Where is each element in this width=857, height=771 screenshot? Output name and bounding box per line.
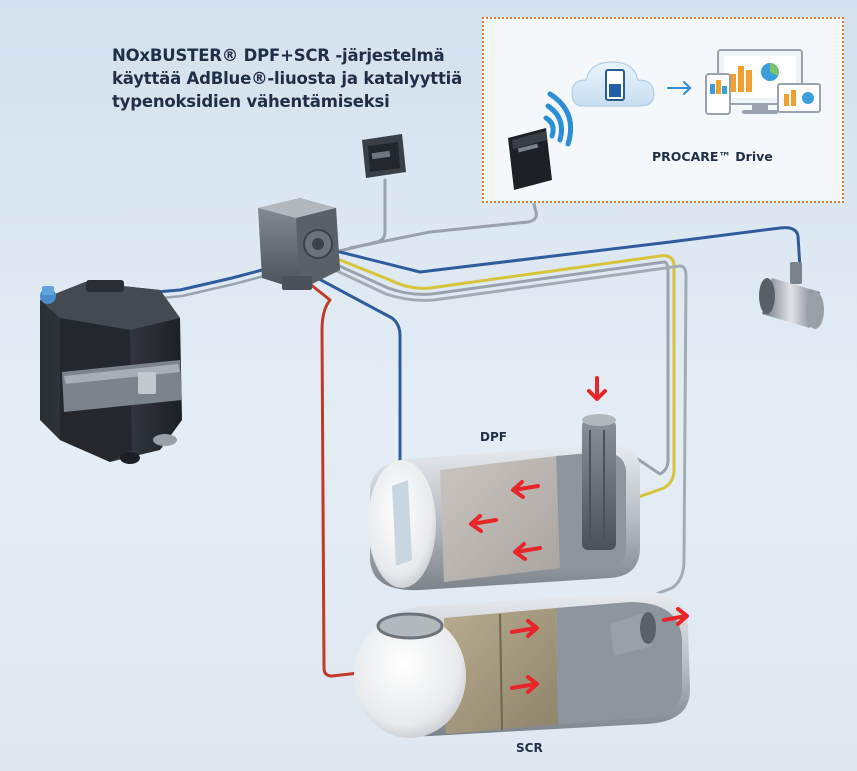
scr-label: SCR — [516, 741, 543, 755]
flow-arrows — [469, 376, 689, 694]
title-line-3: typenoksidien vähentämiseksi — [112, 92, 390, 111]
procare-drive-label: PROCARE™ Drive — [652, 149, 773, 164]
inlet-arrow — [587, 376, 607, 401]
scr-unit — [354, 591, 690, 738]
harness-yellow — [333, 254, 676, 502]
scr-flow-arrow-1 — [510, 619, 539, 638]
dpf-label: DPF — [480, 430, 507, 444]
wiring-harness — [118, 178, 802, 678]
harness-blue-sensor — [338, 226, 802, 274]
control-display — [362, 134, 406, 178]
telematics-cable — [348, 186, 538, 250]
procare-panel — [482, 17, 844, 203]
outlet-arrow — [662, 607, 689, 626]
dosing-line-blue — [304, 270, 402, 482]
nox-sensor — [759, 262, 824, 329]
dpf-flow-arrow-3 — [513, 542, 542, 561]
harness-grey-2 — [333, 264, 688, 602]
dpf-flow-arrow-1 — [511, 480, 540, 499]
adblue-tank — [40, 280, 182, 464]
dpf-unit — [368, 414, 640, 591]
dosing-line-red — [298, 274, 370, 678]
title-line-1: NOxBUSTER® DPF+SCR -järjestelmä — [112, 46, 445, 65]
scr-flow-arrow-2 — [510, 675, 539, 694]
harness-grey-1 — [333, 260, 670, 476]
dpf-flow-arrow-2 — [469, 514, 498, 533]
page-title: NOxBUSTER® DPF+SCR -järjestelmä käyttää … — [112, 44, 462, 113]
title-line-2: käyttää AdBlue®-liuosta ja katalyyttiä — [112, 69, 463, 88]
dosing-unit — [258, 198, 340, 290]
